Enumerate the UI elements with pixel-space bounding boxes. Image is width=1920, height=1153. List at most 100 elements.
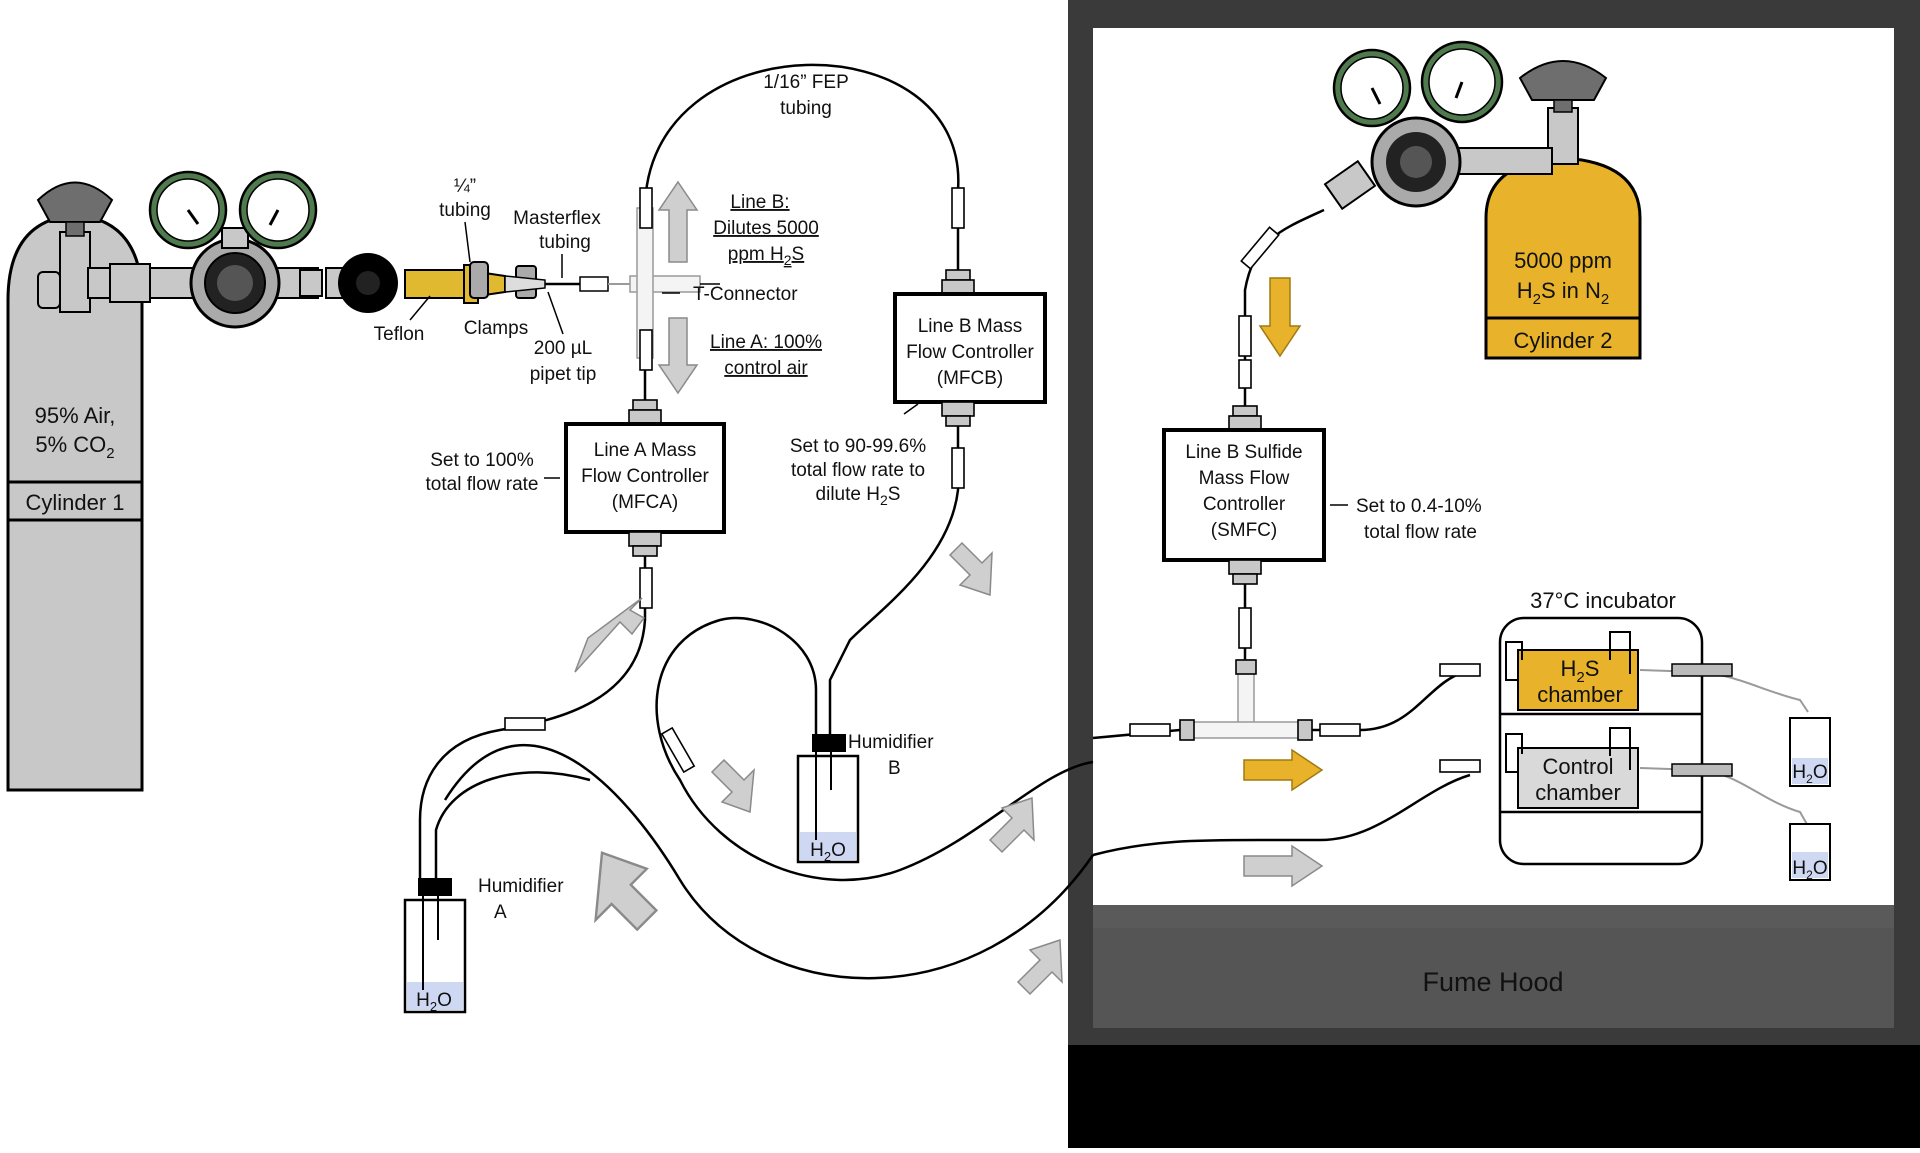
tube-sleeve [951, 447, 965, 489]
tube-sleeve [660, 726, 696, 774]
flow-arrow-b1 [948, 541, 993, 597]
mfca-label-line3: (MFCA) [612, 492, 678, 513]
water-trap-h2s-label: H2O [1792, 762, 1827, 786]
humidifier-b-label-line1: Humidifier [848, 732, 934, 753]
outlet-sleeve [1671, 763, 1733, 777]
cylinder-1-contents-line1: 95% Air, [35, 403, 116, 428]
quarter-tubing-label-line1: ¼” [454, 176, 476, 197]
line-b-up-arrow [657, 180, 699, 263]
tube-sleeve [504, 717, 546, 731]
humidifier-a-water: H2O [416, 990, 452, 1014]
tube-sleeve [639, 187, 653, 229]
cylinder-2-name: Cylinder 2 [1513, 328, 1612, 353]
mfca-label-line2: Flow Controller [581, 466, 709, 487]
line-b-title: Line B: [730, 192, 789, 213]
h2s-down-arrow [1258, 277, 1302, 358]
flow-arrow-b2 [710, 758, 755, 814]
smfc-setting-line2: total flow rate [1364, 522, 1477, 543]
tube-sleeve [639, 567, 653, 609]
h2s-right-arrow [1243, 748, 1324, 792]
line-a-down-arrow [657, 317, 699, 395]
tube-sleeve [1319, 723, 1361, 737]
mfcb-label-line1: Line B Mass [918, 316, 1023, 337]
tube-sleeve [1238, 607, 1252, 649]
mfcb-setting-line1: Set to 90-99.6% [790, 436, 926, 457]
fep-tubing-label-line2: tubing [780, 98, 832, 119]
cylinder-2-contents-line2: H2S in N2 [1517, 278, 1610, 308]
cylinder-1: 95% Air, 5% CO2 Cylinder 1 [6, 181, 144, 792]
control-chamber-label-line1: Control [1543, 754, 1614, 779]
flow-arrow-a1 [574, 597, 646, 673]
tube-humidifier-b-to-hood [655, 616, 1094, 882]
mfcb-label-line3: (MFCB) [937, 368, 1003, 389]
tube-control-line-hood [1092, 773, 1471, 857]
incubator-title: 37°C incubator [1530, 588, 1676, 613]
h2s-chamber-label-line1: H2S [1561, 656, 1600, 686]
control-chamber-label-line2: chamber [1535, 780, 1621, 805]
humidifier-b-water: H2O [810, 840, 846, 864]
mfcb-label-line2: Flow Controller [906, 342, 1034, 363]
h2s-chamber: H2S chamber [1505, 631, 1639, 711]
tube-sleeve [639, 329, 653, 371]
tube-sleeve [1439, 663, 1481, 677]
tube-mfca-to-humidifier-a [418, 556, 647, 880]
tube-humidifier-a-out [434, 771, 591, 880]
pipet-label-line2: pipet tip [530, 364, 597, 385]
smfc-setting-line1: Set to 0.4-10% [1356, 496, 1482, 517]
t-connector-top [629, 207, 720, 359]
control-right-arrow [1243, 844, 1324, 888]
tube-sleeve [1129, 723, 1171, 737]
tube-humidifier-a-to-hood [443, 744, 1095, 980]
smfc-label-line1: Line B Sulfide [1185, 442, 1302, 463]
humidifier-b-label-line2: B [888, 758, 901, 779]
control-chamber: Control chamber [1505, 727, 1639, 809]
tube-sleeve [1439, 759, 1481, 773]
quarter-tubing-label-line2: tubing [439, 200, 491, 221]
regulator-1 [87, 170, 323, 329]
humidifier-a: H2O [403, 878, 467, 1014]
h2s-chamber-label-line2: chamber [1537, 682, 1623, 707]
cylinder-1-contents-line2: 5% CO2 [35, 432, 114, 462]
humidifier-a-label-line2: A [494, 902, 507, 923]
mfca-setting-line2: total flow rate [426, 474, 539, 495]
t-connector-label: T-Connector [693, 284, 798, 305]
line-b-desc-line2: ppm H2S [728, 244, 804, 268]
cylinder-1-name: Cylinder 1 [25, 490, 124, 515]
water-trap-h2s: H2O [1789, 717, 1831, 787]
humidifier-b: H2O [796, 734, 860, 864]
mfca-label-line1: Line A Mass [594, 440, 696, 461]
water-trap-control: H2O [1789, 823, 1831, 882]
smfc-controller: Line B Sulfide Mass Flow Controller (SMF… [1162, 405, 1348, 585]
tube-sleeve [1238, 359, 1252, 389]
tube-sleeve [951, 187, 965, 229]
mfca-controller: Line A Mass Flow Controller (MFCA) [544, 399, 726, 557]
outlet-sleeve [1671, 663, 1733, 677]
line-a-desc-line1: Line A: 100% [710, 332, 822, 353]
mfcb-controller: Line B Mass Flow Controller (MFCB) [893, 269, 1047, 427]
mfcb-setting-line3: dilute H2S [816, 484, 901, 508]
pipet-label-line1: 200 µL [534, 338, 593, 359]
clamps-label: Clamps [464, 318, 528, 339]
teflon-label: Teflon [374, 324, 425, 345]
mfcb-setting-line2: total flow rate to [791, 460, 925, 481]
smfc-label-line2: Mass Flow [1199, 468, 1290, 489]
fep-tubing-loop [643, 63, 960, 280]
t-connector-hood [1179, 659, 1313, 741]
flow-arrow-b3 [988, 796, 1035, 854]
flow-arrow-a3 [1016, 938, 1063, 996]
fume-hood-label: Fume Hood [1422, 967, 1563, 997]
cylinder-2: 5000 ppm H2S in N2 Cylinder 2 [1484, 60, 1642, 360]
tube-sleeve [1238, 315, 1252, 357]
humidifier-a-label-line1: Humidifier [478, 876, 564, 897]
smfc-label-line3: Controller [1203, 494, 1286, 515]
fep-tubing-label-line1: 1/16” FEP [763, 72, 849, 93]
flow-arrow-a2 [594, 851, 659, 932]
mfca-setting-line1: Set to 100% [430, 450, 534, 471]
smfc-label-line4: (SMFC) [1211, 520, 1277, 541]
cylinder-2-contents-line1: 5000 ppm [1514, 248, 1612, 273]
masterflex-label-line1: Masterflex [513, 208, 601, 229]
line-b-desc-line1: Dilutes 5000 [713, 218, 819, 239]
tube-sleeve [1240, 226, 1280, 270]
